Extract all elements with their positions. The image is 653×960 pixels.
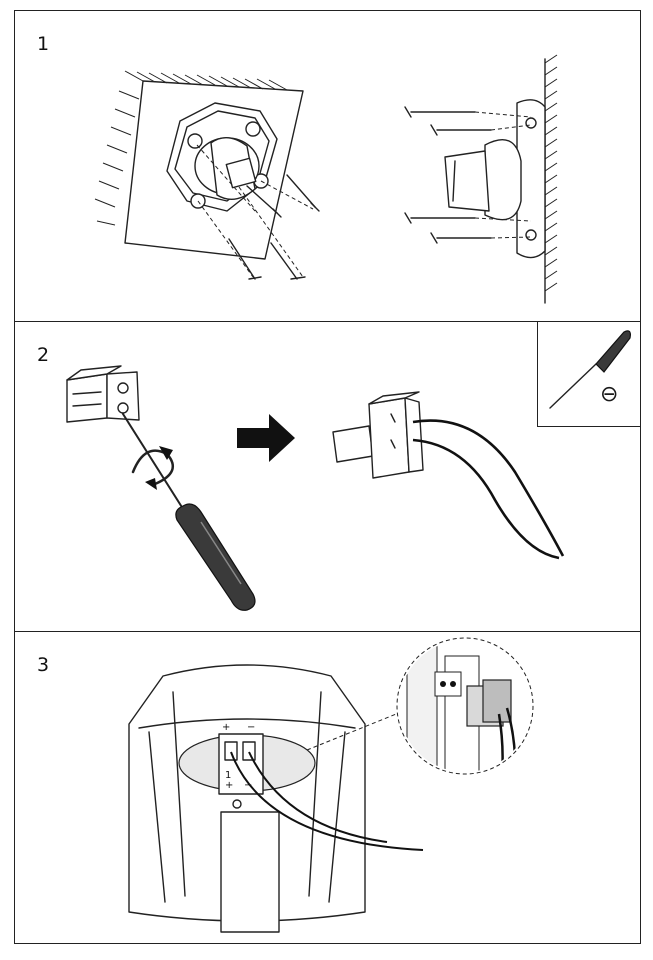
step-3-panel: 3 1 + − + − [14,631,641,944]
wiring-illustration [66,365,565,611]
screws-right [404,106,532,244]
wall-mount-illustration [94,54,558,304]
wall-bracket-front [166,102,278,212]
speaker-wires [412,419,565,560]
top-minus-label: − [247,722,255,733]
tool-inset: ⊖ [537,321,641,427]
top-plus-label: + [222,722,230,733]
terminal-minus-label: − [244,780,252,791]
speaker-cabinet [128,664,366,933]
wall-bracket-side [444,99,546,259]
flathead-icon: ⊖ [600,382,619,407]
terminal-connector-left [66,365,140,423]
step-2-panel: 2 ⊖ [14,321,641,632]
step-number: 3 [37,654,50,676]
wall-hatching-right [544,54,558,304]
detail-callout [396,637,534,775]
step-number: 1 [37,33,50,55]
screwdriver [122,413,256,611]
terminal-plus-label: + [225,780,233,791]
screws-left [196,144,320,280]
speaker-connection-illustration: 1 + − + − [128,637,534,933]
step-number: 2 [37,344,50,366]
terminal-wires [230,751,424,851]
screwdriver-small-icon [549,330,631,409]
right-arrow-icon [237,414,295,462]
callout-line [306,707,412,751]
terminal-pin-label: 1 [225,770,231,781]
terminal-connector-right [332,391,424,479]
step-1-panel: 1 [14,10,641,322]
wall-hatching-left [94,70,304,260]
rotate-icon [131,446,175,490]
